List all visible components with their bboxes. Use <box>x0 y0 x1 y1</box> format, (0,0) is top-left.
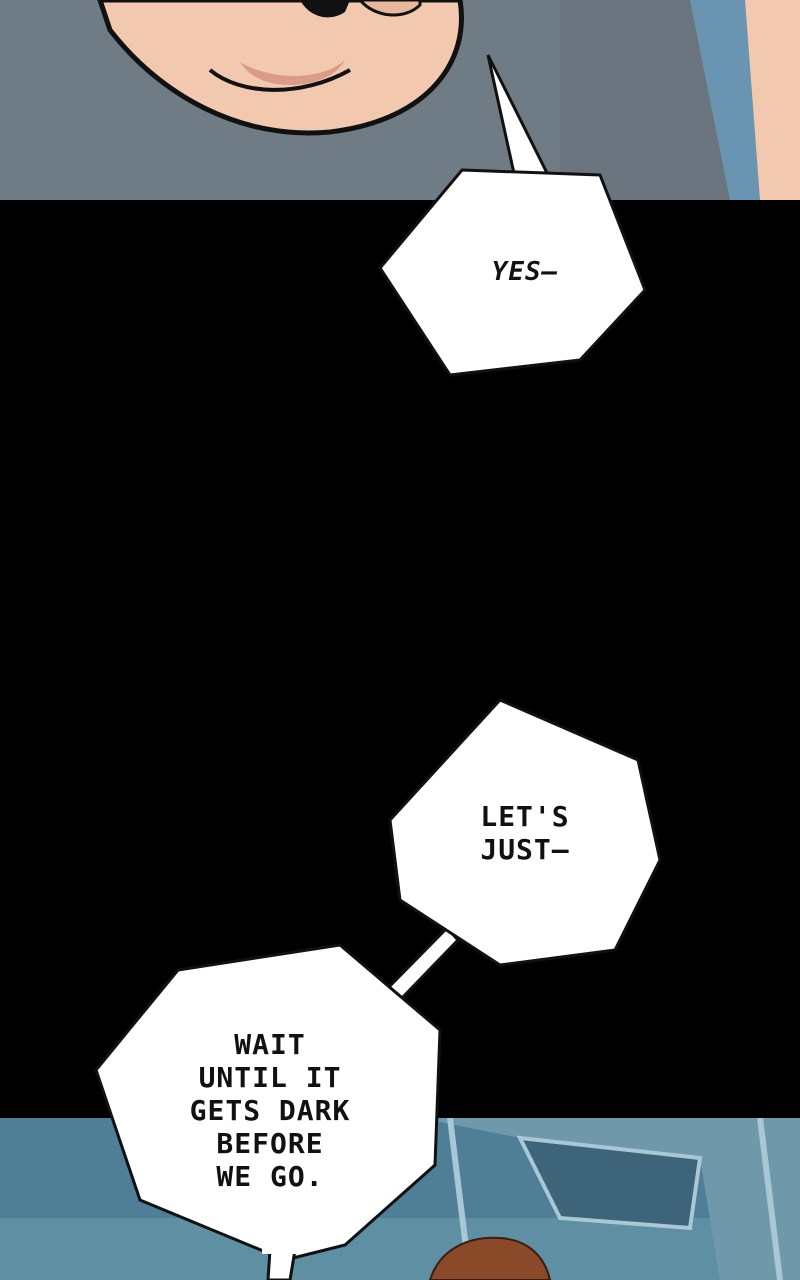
face-chin <box>97 0 464 136</box>
face-closeup-illustration <box>0 0 800 200</box>
top-comic-panel <box>0 0 800 200</box>
lip-shadow <box>240 60 345 86</box>
mouth-line <box>208 68 351 92</box>
nose-shadow <box>358 0 422 17</box>
character-hair <box>428 1236 552 1280</box>
building-structure <box>420 1118 800 1280</box>
window-frame <box>516 1135 703 1231</box>
bubble-connector <box>383 925 461 1002</box>
frame-post-right <box>757 1118 783 1280</box>
bottom-comic-panel <box>0 1118 800 1280</box>
bubble-text-wait: WAIT UNTIL IT GETS DARK BEFORE WE GO. <box>189 1028 351 1193</box>
bubble-text-lets-just: LET'S JUST– <box>480 800 570 866</box>
neck-skin <box>745 0 800 200</box>
shirt-collar <box>690 0 760 200</box>
bubble-text-yes: YES– <box>491 257 559 287</box>
exterior-scene-illustration <box>0 1118 800 1280</box>
nostril <box>300 0 350 18</box>
